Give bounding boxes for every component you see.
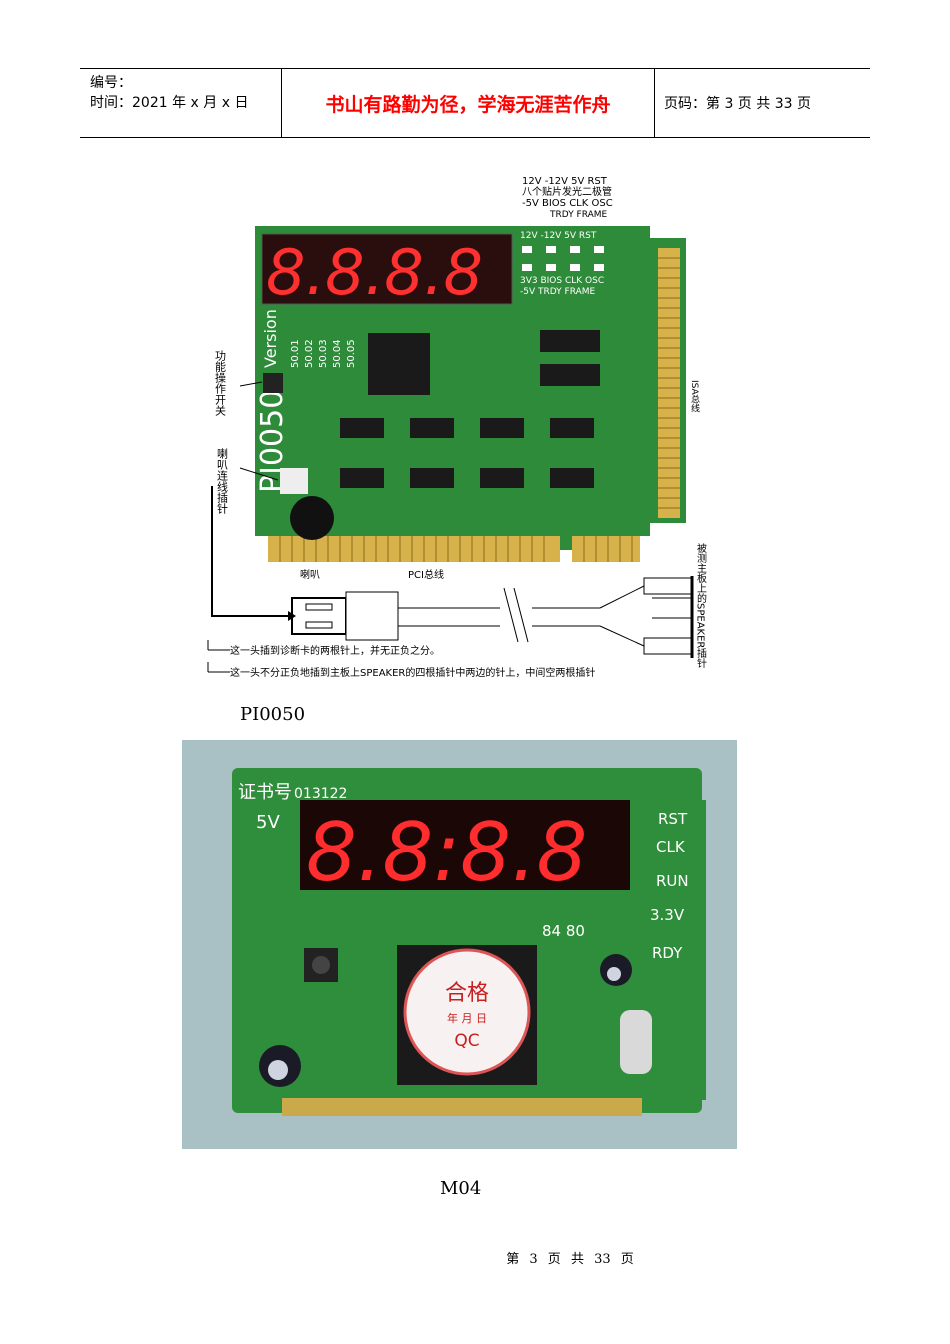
speaker-connector <box>280 468 308 494</box>
crystal <box>620 1010 652 1074</box>
speaker-wire-diagram <box>211 486 694 658</box>
cert-number: 013122 <box>294 786 347 802</box>
led-row3: -5V TRDY FRAME <box>520 287 596 297</box>
footer-di: 第 <box>506 1252 520 1267</box>
legend-row2: 八个贴片发光二极管 <box>522 185 612 198</box>
seven-segment-display: 8.8.8.8 <box>261 233 513 309</box>
page-info: 页码：第 3 页 共 33 页 <box>664 96 811 112</box>
label-33v: 3.3V <box>650 906 685 924</box>
pi0050-figure: 12V -12V 5V RST 八个贴片发光二极管 -5V BIOS CLK O… <box>207 176 707 679</box>
m04-figure: 8.8:8.8 证书号 013122 RST CLK RUN 3.3V RDY … <box>182 740 737 1149</box>
legend-row3: -5V BIOS CLK OSC <box>522 198 613 209</box>
isa-gold-fingers <box>658 248 680 518</box>
note-2: 这一头不分正负地插到主板上SPEAKER的四根插针中两边的针上，中间空两根插针 <box>230 666 595 679</box>
label-rdy: RDY <box>652 944 683 962</box>
port-label: 84 80 <box>542 922 585 940</box>
buzzer-icon <box>290 496 334 540</box>
svg-text:50.02: 50.02 <box>304 339 315 368</box>
edge-connector <box>282 1098 642 1116</box>
pci-gold-fingers <box>268 536 640 562</box>
legend-row4: TRDY FRAME <box>549 210 608 220</box>
svg-text:50.05: 50.05 <box>346 339 357 368</box>
svg-text:50.03: 50.03 <box>318 339 329 368</box>
note-1: 这一头插到诊断卡的两根针上，并无正负之分。 <box>230 644 440 657</box>
switch-label: 功能操作开关 <box>214 350 227 417</box>
page-header: 编号： 时间：2021 年 x 月 x 日 书山有路勤为径，学海无涯苦作舟 页码… <box>80 68 870 138</box>
version-list: 50.01 50.02 50.03 50.04 50.05 <box>290 339 357 368</box>
seal-top: 合格 <box>445 981 489 1006</box>
footer-page-number: 3 <box>529 1252 538 1267</box>
speaker-pin-label: 喇叭连线插针 <box>216 447 229 515</box>
footer-total-pages: 33 <box>594 1252 611 1267</box>
label-clk: CLK <box>656 838 686 856</box>
header-divider <box>654 69 655 137</box>
header-motto: 书山有路勤为径，学海无涯苦作舟 <box>325 93 611 116</box>
svg-text:8.8.8.8: 8.8.8.8 <box>266 236 483 309</box>
isa-label: ISA总线 <box>689 380 700 413</box>
legend-row1: 12V -12V 5V RST <box>522 176 608 187</box>
header-left: 编号： 时间：2021 年 x 月 x 日 <box>90 73 248 113</box>
footer-ye: 页 <box>547 1252 561 1267</box>
svg-text:50.01: 50.01 <box>290 339 301 368</box>
speaker-label: 喇叭 <box>300 569 320 581</box>
page-footer: 第 3 页 共 33 页 <box>0 1248 950 1267</box>
qc-seal <box>403 948 531 1076</box>
svg-text:8.8:8.8: 8.8:8.8 <box>306 806 587 899</box>
seal-bottom: QC <box>454 1031 479 1051</box>
cert-label: 证书号 <box>238 782 292 803</box>
version-label: Version <box>261 309 280 368</box>
status-led-block: 12V -12V 5V RST 3V3 BIOS CLK OSC -5V TRD… <box>520 231 604 297</box>
time-label: 时间：2021 年 x 月 x 日 <box>90 95 249 111</box>
seal-mid: 年 月 日 <box>447 1011 487 1025</box>
figure2-caption: M04 <box>440 1178 482 1199</box>
pcb-board: 8.8.8.8 12V -12V 5V RST 3V3 BIOS CLK OSC… <box>255 226 686 562</box>
pci-bus-label: PCI总线 <box>408 568 444 581</box>
footer-gong: 共 <box>570 1252 584 1267</box>
led-row1: 12V -12V 5V RST <box>520 231 597 241</box>
function-switch <box>263 373 283 393</box>
m04-pcb: 8.8:8.8 证书号 013122 RST CLK RUN 3.3V RDY … <box>232 768 706 1116</box>
number-label: 编号： <box>90 75 132 91</box>
label-run: RUN <box>656 872 689 890</box>
label-rst: RST <box>658 810 688 828</box>
ic-chips <box>340 330 600 488</box>
svg-text:50.04: 50.04 <box>332 339 343 368</box>
main-chip <box>368 333 430 395</box>
led-row2: 3V3 BIOS CLK OSC <box>520 276 604 286</box>
label-5v: 5V <box>256 812 280 833</box>
figure1-caption: PI0050 <box>240 704 306 725</box>
footer-ye: 页 <box>620 1252 634 1267</box>
header-divider <box>281 69 282 137</box>
mb-speaker-label: 被测主板上的SPEAKER插针 <box>695 542 707 669</box>
m04-display <box>300 800 630 890</box>
